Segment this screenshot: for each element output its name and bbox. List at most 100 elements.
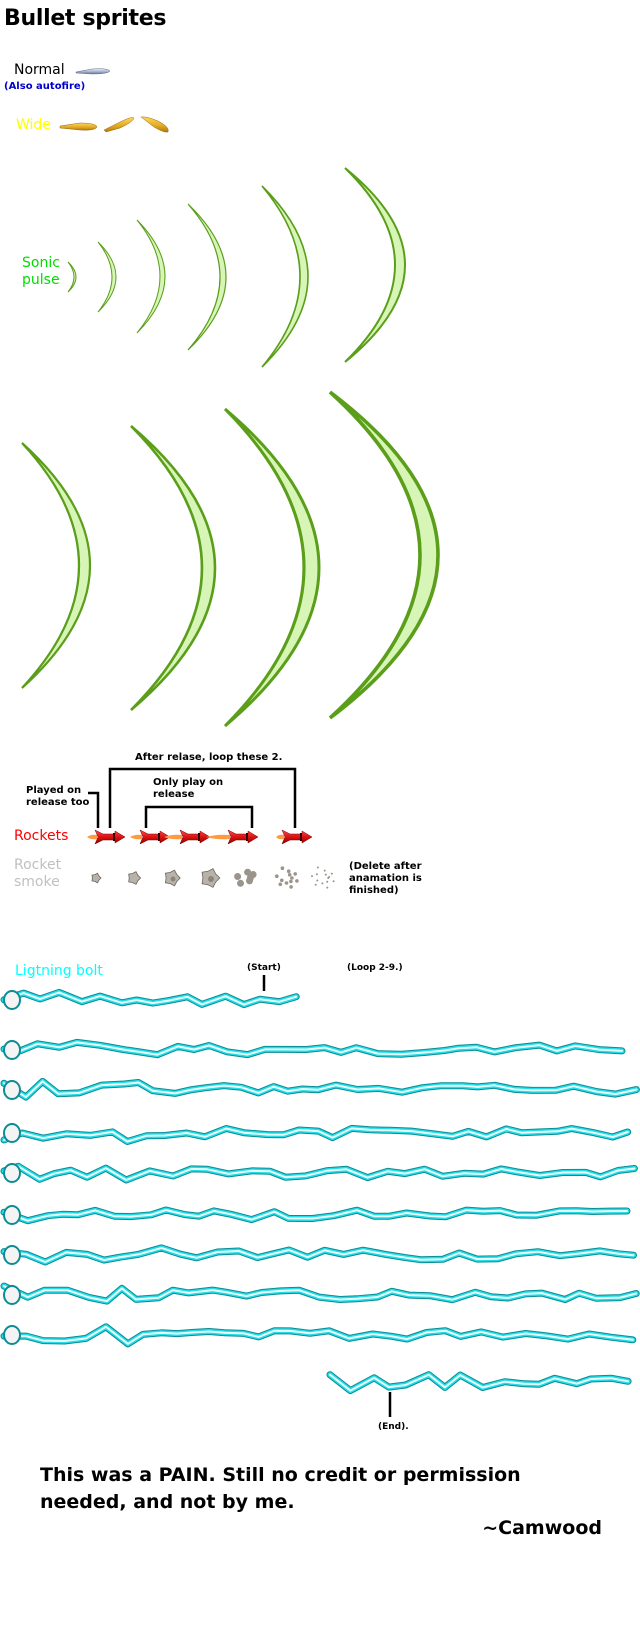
smoke-particle: [324, 873, 327, 876]
lightning-frame-5: [0, 1162, 638, 1184]
only-play-on-release-note: Only play on release: [153, 777, 223, 801]
sonic-pulse-frame-10: [328, 390, 440, 720]
smoke-particle: [278, 882, 283, 887]
smoke-particle: [234, 873, 242, 880]
lightning-end-label: (End).: [378, 1422, 409, 1432]
smoke-particle: [332, 880, 335, 883]
smoke-particle: [330, 872, 333, 875]
rocket-flame: [130, 834, 142, 840]
sonic-pulse-frame-6: [344, 167, 406, 363]
rocket-band: [198, 833, 200, 841]
lightning-origin-blob: [3, 1040, 21, 1060]
lightning-frame-1: [0, 988, 300, 1010]
sonic-pulse-label: Sonic pulse: [22, 255, 60, 289]
autofire-note: (Also autofire): [4, 81, 86, 92]
lightning-label: Ligtning bolt: [15, 963, 103, 979]
rocket-body: [139, 829, 171, 845]
footer-note: This was a PAIN. Still no credit or perm…: [40, 1462, 521, 1516]
rocket-smoke-sprites: [91, 866, 335, 889]
rocket-frame-5: [276, 829, 313, 845]
smoke-particle: [275, 874, 279, 878]
smoke-particle: [249, 871, 257, 878]
smoke-particle: [315, 873, 318, 876]
sonic-label-line1: Sonic: [22, 255, 60, 271]
lightning-core: [3, 1246, 635, 1263]
wide-bullet-frame-2: [103, 117, 135, 133]
smoke-frame-1: [91, 872, 102, 884]
rocket-band: [300, 833, 302, 841]
rocket-band: [158, 833, 160, 841]
sonic-label-line2: pulse: [22, 272, 60, 288]
wide-bullet-frame-1: [59, 122, 98, 131]
smoke-particle: [323, 869, 326, 872]
smoke-note-line2: anamation is: [349, 873, 422, 884]
lightning-frame-10: [326, 1371, 632, 1395]
lightning-frame-9: [0, 1323, 637, 1348]
lightning-origin-blob: [3, 1285, 21, 1305]
smoke-particle: [316, 866, 319, 869]
lightning-frame-3: [0, 1077, 640, 1101]
rocket-flame: [164, 834, 182, 840]
rocket-flame: [276, 834, 284, 840]
played-on-release-line2: release too: [26, 797, 90, 808]
smoke-particle: [316, 879, 319, 882]
lightning-origin-blob: [3, 1205, 21, 1225]
lightning-core: [3, 1285, 638, 1303]
rocket-sprites: [87, 829, 313, 845]
lightning-core: [3, 1127, 629, 1143]
rocket-body: [281, 829, 313, 845]
rocket-body: [94, 829, 126, 845]
rocket-flame: [87, 834, 97, 840]
rocket-frame-2: [130, 829, 171, 845]
sonic-pulse-frame-8: [130, 425, 217, 711]
lightning-origin-blob: [3, 1325, 21, 1345]
smoke-frame-5: [234, 868, 257, 887]
lightning-markers: [262, 975, 392, 1417]
lightning-frame-6: [0, 1205, 631, 1225]
sonic-pulse-sprites: [21, 167, 440, 728]
rocket-body: [179, 829, 211, 845]
lightning-origin-blob: [3, 1163, 21, 1183]
smoke-shadow: [208, 876, 214, 882]
lightning-core: [3, 1325, 634, 1345]
smoke-note-line1: (Delete after: [349, 861, 422, 872]
played-on-release-bracket: [88, 791, 100, 828]
smoke-puff: [128, 871, 142, 885]
smoke-particle: [280, 866, 285, 870]
rocket-smoke-label: Rocket smoke: [14, 857, 61, 891]
smoke-particle: [244, 868, 252, 876]
footer-line2: needed, and not by me.: [40, 1491, 295, 1513]
only-release-bracket: [144, 805, 254, 828]
lightning-frame-2: [0, 1038, 626, 1060]
sonic-pulse-frame-1: [67, 261, 77, 293]
smoke-frame-7: [311, 866, 335, 889]
rocket-band: [113, 833, 115, 841]
lightning-origin-blob: [3, 1123, 21, 1143]
rocket-band: [246, 833, 248, 841]
wide-bullet-sprites: [59, 116, 169, 133]
lightning-frame-8: [0, 1282, 640, 1305]
smoke-note-line3: finished): [349, 885, 399, 896]
wide-label: Wide: [16, 117, 51, 133]
lightning-origin-blob: [3, 1080, 21, 1100]
smoke-particle: [314, 883, 317, 886]
lightning-origin-blob: [3, 990, 21, 1010]
smoke-particle: [289, 885, 293, 889]
played-on-release-note: Played on release too: [26, 785, 89, 809]
smoke-particle: [328, 876, 331, 878]
sonic-pulse-frame-4: [187, 203, 227, 351]
sonic-pulse-frame-7: [21, 442, 91, 689]
lightning-frame-4: [0, 1123, 632, 1145]
smoke-particle: [286, 869, 291, 873]
sonic-pulse-frame-2: [97, 241, 117, 313]
after-release-bracket: [108, 767, 297, 828]
lightning-core: [3, 1041, 623, 1056]
smoke-frame-4: [201, 868, 221, 888]
lightning-core: [329, 1373, 630, 1392]
only-release-line2: release: [153, 789, 195, 800]
smoke-particle: [321, 882, 324, 885]
smoke-particle: [311, 875, 313, 878]
smoke-puff: [91, 872, 102, 884]
smoke-frame-6: [275, 866, 299, 889]
rocket-frame-1: [87, 829, 126, 845]
